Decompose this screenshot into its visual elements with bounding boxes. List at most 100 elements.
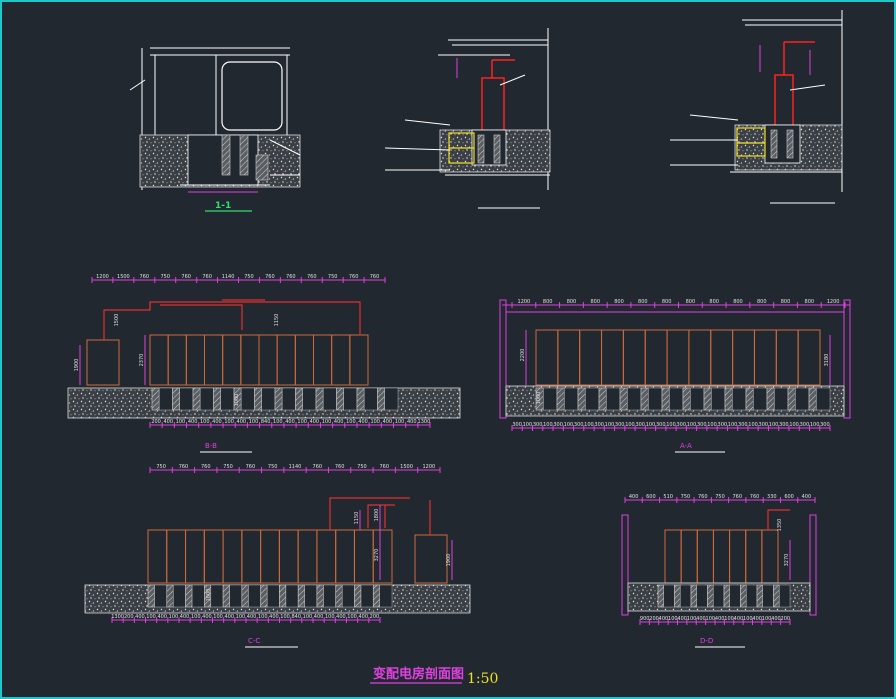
bb-top-dim-6: 1140 <box>222 274 235 280</box>
cc-bottom-dim-10: 400 <box>224 614 234 620</box>
aa-top-dim-4: 800 <box>614 299 624 305</box>
aa-top-dim-11: 800 <box>781 299 791 305</box>
dd-bottom-dim-7: 100 <box>706 616 716 622</box>
section-c-c-label: C-C <box>248 637 260 645</box>
cc-bottom-dim-6: 400 <box>180 614 190 620</box>
aa-support-3 <box>598 387 607 411</box>
bb-bottom-dim-1: 400 <box>163 419 173 425</box>
section-d-d-label: D-D <box>700 637 713 645</box>
cc-bottom-dim-3: 100 <box>146 614 156 620</box>
aa-support-2 <box>577 387 586 411</box>
dd-cabinet-5 <box>745 529 763 584</box>
aa-support-8 <box>703 387 712 411</box>
cc-bottom-dim-4: 400 <box>157 614 167 620</box>
dd-support-2 <box>690 584 698 608</box>
bb-bottom-dim-13: 400 <box>310 419 320 425</box>
dd-support-7 <box>773 584 780 608</box>
cc-top-dim-4: 760 <box>246 464 256 470</box>
cc-bottom-dim-23: 200 <box>370 614 380 620</box>
aa-bottom-dim-2: 300 <box>533 422 543 428</box>
cc-bottom-dim-22: 400 <box>358 614 368 620</box>
aa-bottom-dim-3: 100 <box>543 422 553 428</box>
aa-cabinet-5 <box>644 329 668 386</box>
cc-vdim-0: 1150 <box>354 512 360 525</box>
dd-top-dim-0: 400 <box>629 494 639 500</box>
bb-bottom-dim-16: 100 <box>346 419 356 425</box>
bb-vdim-4: 1000 <box>234 394 240 407</box>
bb-cabinets <box>149 334 369 386</box>
dd-top-dim-5: 750 <box>715 494 725 500</box>
dd-cabinet-6 <box>761 529 779 584</box>
aa-top-dim-13: 1200 <box>827 299 840 305</box>
cc-top-dim-3: 750 <box>223 464 233 470</box>
bb-top-dim-10: 760 <box>307 274 317 280</box>
bb-support-11 <box>377 387 385 411</box>
bb-bottom-dim-5: 400 <box>212 419 222 425</box>
detail-cable-trench-right <box>670 10 843 204</box>
cc-top-dim-11: 1500 <box>400 464 413 470</box>
cc-bottom-dim-8: 400 <box>202 614 212 620</box>
aa-cabinet-1 <box>557 329 581 386</box>
dd-bottom-dim-11: 100 <box>743 616 753 622</box>
dd-bottom-dim-14: 400 <box>771 616 781 622</box>
aa-top-dim-9: 800 <box>733 299 743 305</box>
bb-cabinet-8 <box>294 334 315 386</box>
aa-cabinet-12 <box>797 329 821 386</box>
bb-support-1 <box>172 387 180 411</box>
bb-top-dim-9: 760 <box>286 274 296 280</box>
bb-bottom-dim-19: 400 <box>383 419 393 425</box>
dd-vdim-1: 3270 <box>784 554 790 567</box>
aa-support-6 <box>661 387 670 411</box>
dd-bottom-dim-10: 400 <box>734 616 744 622</box>
aa-top-dim-12: 800 <box>805 299 815 305</box>
cc-bottom-dim-15: 100 <box>280 614 290 620</box>
cc-support-9 <box>316 584 324 608</box>
aa-bottom-dim-26: 300 <box>779 422 789 428</box>
dd-cabinet-3 <box>712 529 731 584</box>
aa-support-9 <box>724 387 733 411</box>
aa-cabinet-7 <box>688 329 712 386</box>
cc-bottom-dim-11: 100 <box>236 614 246 620</box>
bb-bottom-dim-2: 100 <box>176 419 186 425</box>
dd-top-dim-10: 400 <box>802 494 812 500</box>
cc-bottom-dim-7: 100 <box>191 614 201 620</box>
aa-bottom-dim-12: 300 <box>635 422 645 428</box>
bb-support-2 <box>192 387 201 411</box>
aa-top-dim-1: 800 <box>543 299 553 305</box>
aa-support-4 <box>619 387 628 411</box>
aa-support-7 <box>682 387 691 411</box>
cc-cabinet-4 <box>222 529 243 584</box>
cc-cabinet-11 <box>353 529 374 584</box>
bb-bottom-dim-6: 100 <box>224 419 234 425</box>
bb-top-dim-13: 760 <box>370 274 380 280</box>
bb-vdim-2: 1500 <box>114 314 120 327</box>
cc-top-dim-5: 750 <box>268 464 278 470</box>
cc-bottom-dim-20: 400 <box>336 614 346 620</box>
cc-support-11 <box>354 584 362 608</box>
dd-support-6 <box>756 584 764 608</box>
cc-top-dim-7: 760 <box>313 464 323 470</box>
aa-bottom-dim-8: 300 <box>594 422 604 428</box>
aa-top-dim-7: 800 <box>686 299 696 305</box>
dd-top-dim-6: 760 <box>732 494 742 500</box>
bb-top-dim-12: 760 <box>349 274 359 280</box>
cc-support-6 <box>260 584 268 608</box>
cc-cabinet-10 <box>335 529 355 584</box>
aa-bottom-dim-7: 100 <box>584 422 594 428</box>
drawing-scale: 1:50 <box>467 671 498 687</box>
dd-top-dim-4: 760 <box>698 494 708 500</box>
bb-bottom-dim-10: 100 <box>273 419 283 425</box>
aa-cabinet-11 <box>775 329 799 386</box>
aa-bottom-dim-23: 100 <box>748 422 758 428</box>
bb-bottom-dim-21: 400 <box>407 419 417 425</box>
aa-bottom-dim-18: 300 <box>697 422 707 428</box>
dd-bottom-dim-5: 100 <box>687 616 697 622</box>
section-1-1: 1-1 <box>129 47 301 212</box>
